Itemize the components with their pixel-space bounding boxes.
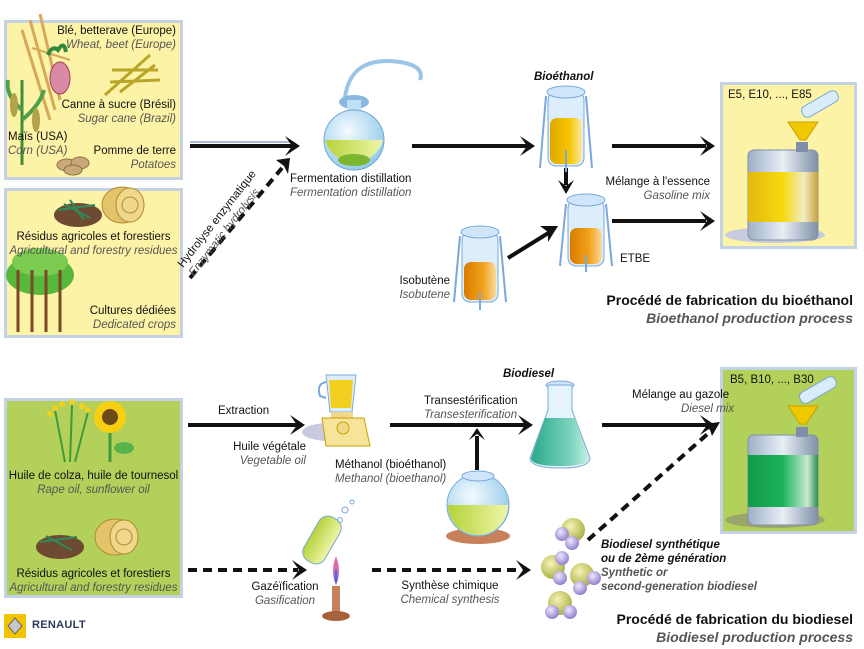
test-tube-burner-icon xyxy=(302,499,355,621)
synthetic-biodiesel-fr-2: ou de 2ème génération xyxy=(601,553,727,565)
methanol-fr: Méthanol (bioéthanol) xyxy=(335,459,447,471)
trees-icon xyxy=(6,248,74,332)
diesel-mix-en: Diesel mix xyxy=(680,403,734,415)
diesel-mix-fr: Mélange au gazole xyxy=(632,389,730,401)
hay-bale-icon xyxy=(101,186,145,224)
bioethanol-title-fr: Procédé de fabrication du bioéthanol xyxy=(606,292,853,308)
chemical-synthesis-en: Chemical synthesis xyxy=(400,594,500,606)
diesel-can-icon xyxy=(725,376,837,528)
etbe-tube-icon xyxy=(559,193,613,272)
etbe-label: ETBE xyxy=(620,253,651,265)
synthetic-biodiesel-en-1: Synthetic or xyxy=(601,567,668,579)
arrow-heads-dashed xyxy=(276,158,720,580)
beet-icon xyxy=(46,43,71,95)
transesterification-fr: Transestérification xyxy=(424,395,518,407)
potatoes-icon xyxy=(56,156,90,176)
source-sugarcane-fr: Canne à sucre (Brésil) xyxy=(61,99,176,111)
source-box-biodiesel xyxy=(4,398,183,598)
isobutene-tube-icon xyxy=(453,225,507,310)
source-oils-fr: Huile de colza, huile de tournesol xyxy=(8,470,179,482)
source-wheat-en: Wheat, beet (Europe) xyxy=(66,39,176,51)
gasoline-mix-en: Gasoline mix xyxy=(643,190,710,202)
transesterification-en: Transesterification xyxy=(424,409,518,421)
gasoline-mix-fr: Mélange à l'essence xyxy=(605,176,710,188)
bioethanol-title-en: Bioethanol production process xyxy=(646,310,853,326)
molecules-icon xyxy=(541,518,601,619)
bioethanol-tube-icon xyxy=(539,85,593,172)
isobutene-fr: Isobutène xyxy=(399,275,450,287)
corn-icon xyxy=(5,79,46,165)
fermentation-en: Fermentation distillation xyxy=(290,187,412,199)
source-box-crops xyxy=(4,20,183,180)
biodiesel-title-fr: Procédé de fabrication du biodiesel xyxy=(616,611,854,627)
vegetable-oil-fr: Huile végétale xyxy=(233,441,306,453)
source-potato-fr: Pomme de terre xyxy=(93,145,176,157)
source-corn-fr: Maïs (USA) xyxy=(8,131,68,143)
chemical-synthesis-fr: Synthèse chimique xyxy=(401,580,499,592)
fermentation-flask-icon xyxy=(323,59,423,171)
arrows-dashed xyxy=(188,166,714,572)
brand-name: RENAULT xyxy=(32,619,86,631)
biodiesel-flask-icon xyxy=(529,380,591,469)
gasoline-can-icon xyxy=(725,90,839,243)
source-corn-en: Corn (USA) xyxy=(8,145,68,157)
methanol-en: Methanol (bioethanol) xyxy=(335,473,447,485)
source-dedicated-fr: Cultures dédiées xyxy=(89,305,176,317)
source-residues2-en: Agricultural and forestry residues xyxy=(9,582,178,594)
source-dedicated-en: Dedicated crops xyxy=(92,319,176,331)
source-residues-fr: Résidus agricoles et forestiers xyxy=(16,231,171,243)
methanol-flask-icon xyxy=(446,470,510,544)
source-sugarcane-en: Sugar cane (Brazil) xyxy=(77,113,176,125)
gasification-en: Gasification xyxy=(254,595,316,607)
source-wheat-fr: Blé, betterave (Europe) xyxy=(57,25,176,37)
residues-pile-icon-2 xyxy=(36,535,84,559)
synthetic-biodiesel-en-2: second-generation biodiesel xyxy=(601,581,757,593)
biodiesel-title-en: Biodiesel production process xyxy=(656,629,853,645)
sugar-cane-icon xyxy=(104,53,161,97)
source-potato-en: Potatoes xyxy=(130,159,176,171)
hay-bale-icon-2 xyxy=(94,518,139,556)
source-residues-en: Agricultural and forestry residues xyxy=(9,245,178,257)
source-residues2-fr: Résidus agricoles et forestiers xyxy=(16,568,171,580)
biodiesel-product-label: Biodiesel xyxy=(503,368,555,380)
source-oils-en: Rape oil, sunflower oil xyxy=(37,484,150,496)
sunflower-icon xyxy=(94,401,134,462)
gasoline-blends: E5, E10, ..., E85 xyxy=(728,89,812,101)
extraction-label: Extraction xyxy=(218,405,270,417)
rapeseed-icon xyxy=(47,399,91,463)
diesel-blends: B5, B10, ..., B30 xyxy=(730,374,814,386)
residues-pile-icon xyxy=(54,199,102,227)
arrows-solid xyxy=(188,136,715,470)
isobutene-en: Isobutene xyxy=(399,289,450,301)
vegetable-oil-en: Vegetable oil xyxy=(239,455,306,467)
renault-logo-icon xyxy=(4,614,26,638)
synthetic-biodiesel-fr-1: Biodiesel synthétique xyxy=(601,539,720,551)
blender-icon xyxy=(302,374,371,447)
fermentation-fr: Fermentation distillation xyxy=(290,173,412,185)
bioethanol-product-label: Bioéthanol xyxy=(534,71,594,83)
gasification-fr: Gazéïfication xyxy=(251,581,319,593)
